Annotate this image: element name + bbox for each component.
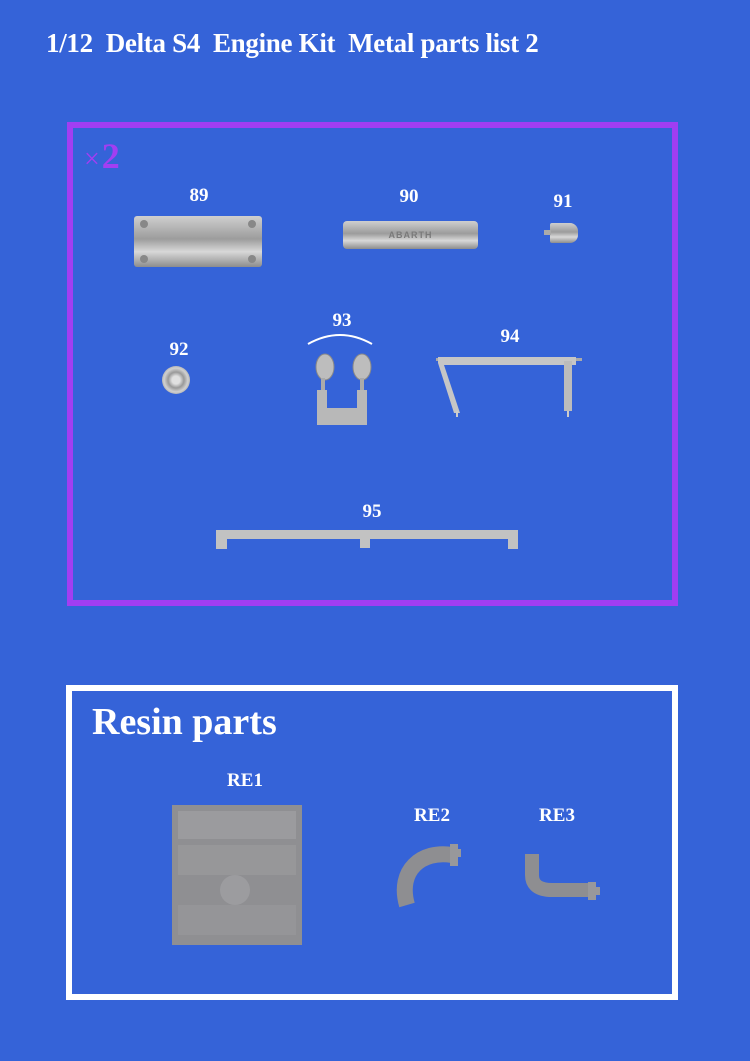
part-label-94: 94 bbox=[500, 326, 520, 347]
part-92-round-cap bbox=[162, 366, 190, 394]
part-94-frame-bracket bbox=[436, 357, 582, 417]
part-label-91: 91 bbox=[553, 191, 573, 212]
part-RE2-curved-pipe bbox=[396, 844, 461, 908]
part-93-twin-pulley-bracket bbox=[307, 334, 373, 425]
abarth-engraving: ABARTH bbox=[388, 230, 433, 240]
part-RE3-elbow-pipe bbox=[525, 854, 600, 900]
part-label-93: 93 bbox=[332, 310, 352, 331]
part-91-small-cylinder bbox=[550, 223, 578, 243]
part-label-90: 90 bbox=[399, 186, 419, 207]
part-label-RE1: RE1 bbox=[227, 770, 263, 791]
part-label-92: 92 bbox=[169, 339, 189, 360]
quantity-badge: ×2 bbox=[84, 138, 120, 174]
quantity-value: 2 bbox=[101, 136, 120, 176]
resin-parts-frame bbox=[66, 685, 678, 1000]
multiply-symbol: × bbox=[84, 144, 100, 175]
part-label-95: 95 bbox=[362, 501, 382, 522]
part-label-RE2: RE2 bbox=[414, 805, 450, 826]
part-91-pin bbox=[544, 230, 551, 235]
metal-parts-frame bbox=[67, 122, 678, 606]
part-label-RE3: RE3 bbox=[539, 805, 575, 826]
part-90-cam-cover: ABARTH bbox=[343, 221, 478, 249]
part-RE1-engine-block bbox=[172, 805, 302, 945]
part-95-long-bar bbox=[216, 530, 518, 549]
page-title: 1/12 Delta S4 Engine Kit Metal parts lis… bbox=[46, 28, 539, 58]
part-89-cylinder-shell bbox=[134, 216, 262, 267]
part-label-89: 89 bbox=[189, 185, 209, 206]
resin-section-title: Resin parts bbox=[92, 701, 277, 743]
